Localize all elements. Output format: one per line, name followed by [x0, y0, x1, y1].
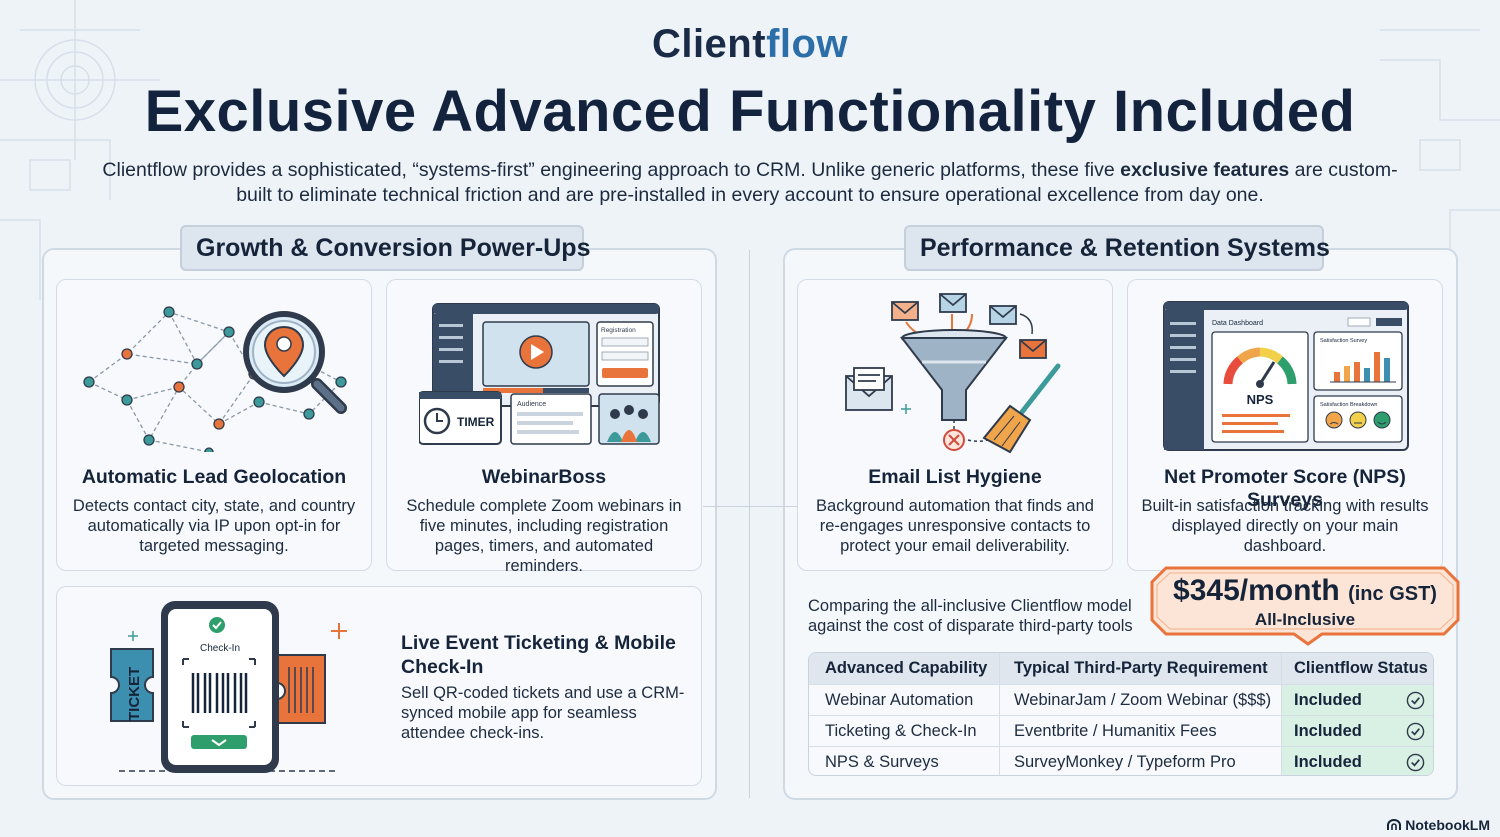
card-title: Live Event Ticketing & Mobile Check-In: [401, 632, 676, 678]
email-hygiene-illustration: [845, 293, 1061, 454]
notebooklm-watermark: NotebookLM: [1387, 817, 1490, 833]
notebooklm-icon: [1387, 819, 1402, 830]
svg-text:Data Dashboard: Data Dashboard: [1212, 320, 1263, 327]
svg-text:Check-In: Check-In: [200, 643, 240, 654]
growth-panel-title: Growth & Conversion Power-Ups: [180, 225, 590, 271]
svg-text:Satisfaction Breakdown: Satisfaction Breakdown: [1320, 402, 1377, 408]
feature-card-nps: Data Dashboard NPS Satisfaction Survey S…: [1127, 279, 1443, 571]
table-header-row: Advanced Capability Typical Third-Party …: [809, 653, 1433, 684]
svg-text:Satisfaction Survey: Satisfaction Survey: [1320, 338, 1367, 344]
gauge-icon: [1223, 347, 1297, 385]
feature-card-geolocation: Automatic Lead Geolocation Detects conta…: [56, 279, 372, 571]
feature-card-email-hygiene: Email List Hygiene Background automation…: [797, 279, 1113, 571]
performance-panel-title: Performance & Retention Systems: [904, 225, 1330, 271]
svg-text:TICKET: TICKET: [126, 667, 143, 721]
card-description: Sell QR-coded tickets and use a CRM-sync…: [401, 684, 685, 742]
svg-text:NPS: NPS: [1247, 392, 1274, 407]
ticket-icon: TICKET: [110, 648, 326, 724]
card-description: Schedule complete Zoom webinars in five …: [406, 497, 682, 575]
card-description: Background automation that finds and re-…: [816, 497, 1094, 555]
check-icon: [1406, 691, 1425, 710]
location-pin-icon: [263, 325, 305, 378]
nps-dashboard-illustration: Data Dashboard NPS Satisfaction Survey S…: [1163, 301, 1409, 451]
geolocation-network-illustration: [83, 306, 347, 452]
phone-icon: Check-In: [161, 601, 279, 773]
check-icon: [1406, 753, 1425, 772]
check-icon: [209, 617, 225, 633]
price-badge-shape: [1150, 566, 1460, 646]
table-row: NPS & Surveys SurveyMonkey / Typeform Pr…: [809, 746, 1433, 775]
price-badge: $345/month (inc GST) All-Inclusive: [1150, 566, 1460, 646]
card-title: Automatic Lead Geolocation: [81, 466, 347, 488]
table-row: Ticketing & Check-In Eventbrite / Humani…: [809, 715, 1433, 747]
ticketing-illustration: TICKET Check-In: [110, 601, 347, 773]
panel-connector: [703, 506, 798, 507]
card-title: Net Promoter Score (NPS) Surveys: [1164, 466, 1406, 511]
panel-divider: [749, 250, 750, 798]
intro-paragraph: Clientflow provides a sophisticated, “sy…: [102, 159, 1398, 206]
svg-text:TIMER: TIMER: [457, 415, 495, 429]
card-description: Built-in satisfaction tracking with resu…: [1141, 497, 1429, 555]
card-description: Detects contact city, state, and country…: [72, 497, 356, 555]
envelope-icon: [891, 301, 919, 321]
comparison-table: Advanced Capability Typical Third-Party …: [808, 652, 1434, 776]
svg-text:Registration: Registration: [601, 327, 636, 334]
feature-card-ticketing: TICKET Check-In Live Event Ticketing & M…: [56, 586, 702, 786]
feature-card-webinarboss: Registration TIMER Audience WebinarBoss …: [386, 279, 702, 575]
webinar-dashboard-illustration: Registration TIMER Audience: [419, 303, 660, 445]
comparison-note: Comparing the all-inclusive Clientflow m…: [808, 597, 1133, 635]
table-row: Webinar Automation WebinarJam / Zoom Web…: [809, 684, 1433, 716]
funnel-icon: [899, 329, 1009, 421]
svg-text:Audience: Audience: [517, 401, 546, 408]
timer-icon: [423, 407, 451, 435]
card-title: WebinarBoss: [481, 466, 607, 488]
broom-icon: [982, 363, 1061, 454]
card-title: Email List Hygiene: [868, 466, 1042, 488]
check-icon: [1406, 722, 1425, 741]
brand-logo: Clientflow: [651, 22, 849, 66]
page-headline: Exclusive Advanced Functionality Include…: [144, 79, 1356, 144]
